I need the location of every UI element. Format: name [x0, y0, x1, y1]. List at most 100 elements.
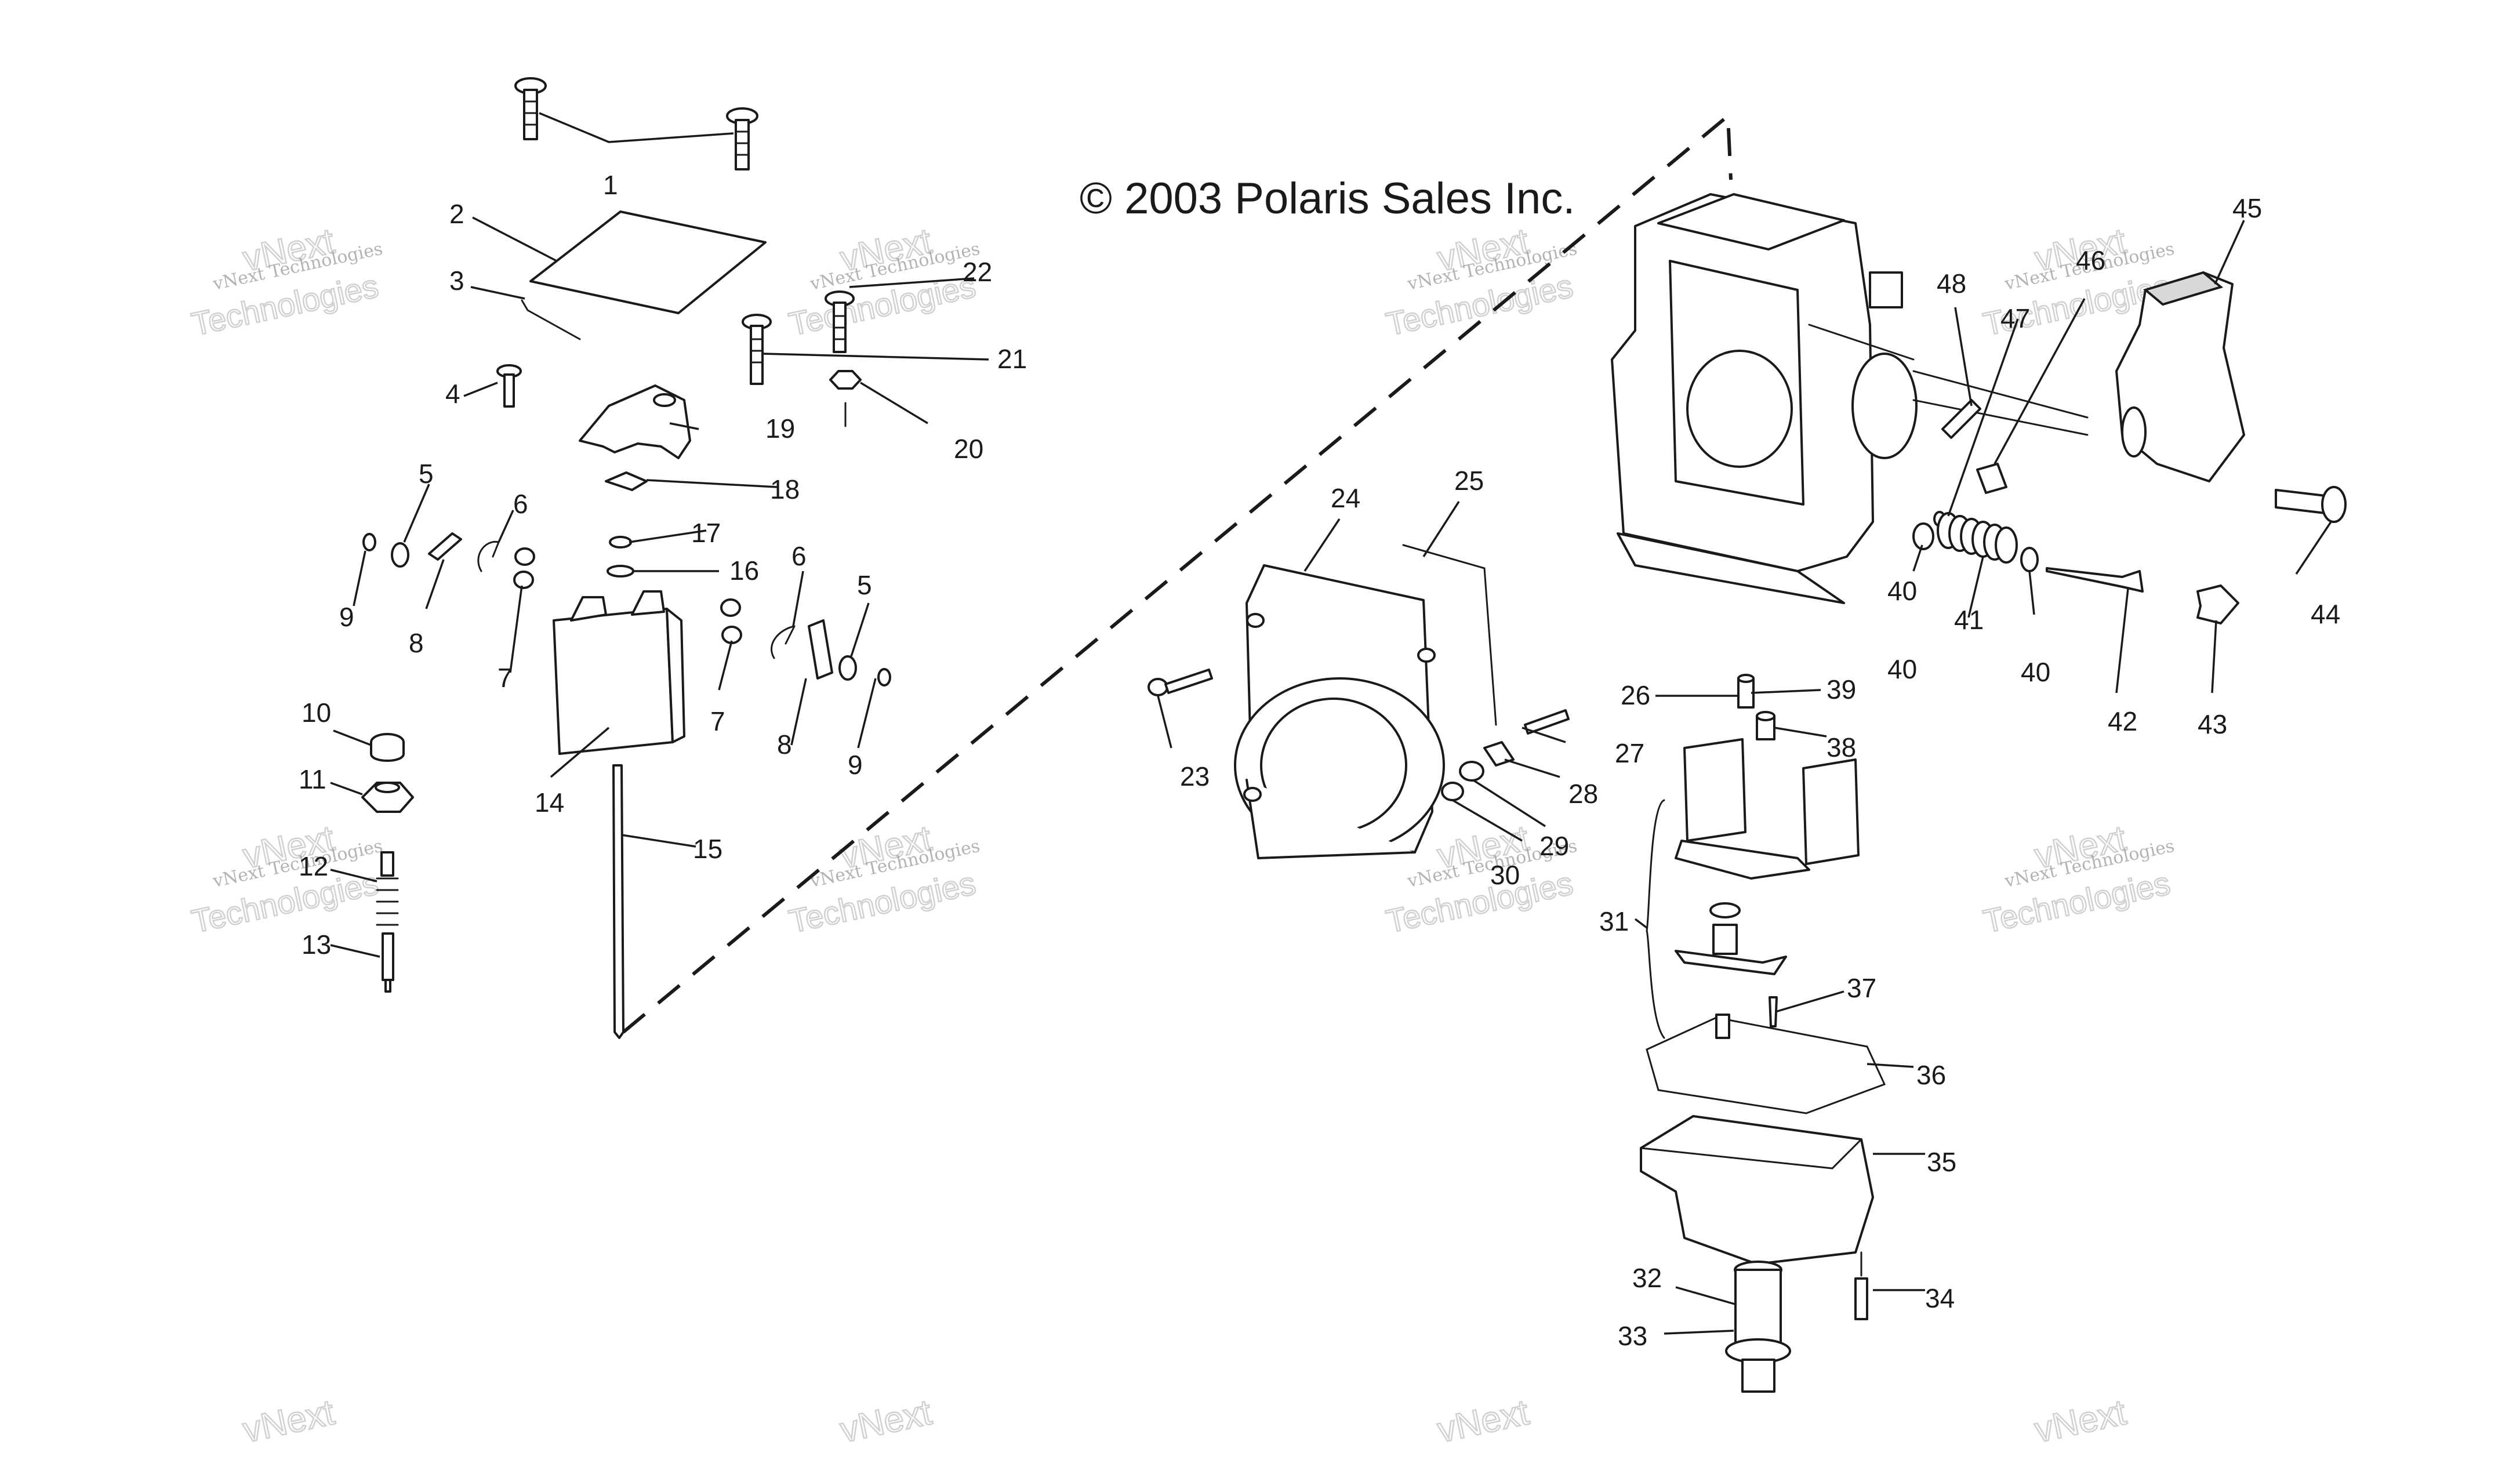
- needle-part-42: [2046, 567, 2144, 593]
- callout-15: 15: [693, 834, 722, 864]
- watermark: vNext: [836, 1392, 936, 1451]
- callout-6-b: 6: [791, 541, 807, 571]
- callout-10: 10: [302, 698, 331, 728]
- watermark-text: vNext: [837, 1392, 935, 1450]
- callout-12: 12: [299, 851, 328, 881]
- cover-plate-part-2: [529, 210, 767, 314]
- watermark-text: vNext: [2031, 1392, 2129, 1450]
- jet-needle-part-15: [612, 764, 624, 1039]
- callout-46: 46: [2076, 245, 2105, 275]
- pin-part-36b: [1715, 1014, 1730, 1039]
- callout-23: 23: [1180, 761, 1210, 791]
- callout-48: 48: [1937, 268, 1966, 299]
- cover-part-45: [2115, 271, 2245, 482]
- screw-part-34: [1854, 1251, 1868, 1320]
- callout-11: 11: [299, 764, 326, 794]
- callout-20: 20: [954, 434, 983, 464]
- callout-40-c: 40: [2021, 657, 2050, 687]
- ring-part-16: [607, 565, 634, 578]
- float-valve-part-31c: [1675, 924, 1787, 975]
- knob-part-43: [2196, 584, 2239, 624]
- assembly-dashed-line: [622, 112, 1733, 1034]
- callout-1: 1: [603, 170, 618, 200]
- clip-part-18: [605, 471, 648, 491]
- callout-22: 22: [963, 257, 992, 287]
- watermark: vNext: [2031, 1392, 2130, 1451]
- throttle-valve-part-14: [553, 590, 685, 755]
- link-part-8: [428, 532, 462, 561]
- screw-part-22: [825, 290, 855, 353]
- callout-37: 37: [1847, 973, 1876, 1003]
- e-clip-part-6-b: [770, 625, 796, 659]
- screw-part-21: [742, 314, 772, 385]
- watermark: vNext vNext Technologies Technologies: [785, 220, 982, 343]
- float-part-31: [1675, 738, 1860, 880]
- gasket-part-36: [1646, 1016, 1886, 1114]
- callout-7: 7: [498, 663, 513, 693]
- screw-part-44: [2275, 486, 2347, 523]
- cap-part-46: [1976, 463, 2007, 494]
- watermark: vNext: [239, 1392, 339, 1451]
- callout-34: 34: [1925, 1283, 1955, 1313]
- screw-part-4: [496, 364, 522, 408]
- callout-9-b: 9: [848, 750, 863, 780]
- callout-5-b: 5: [857, 570, 872, 600]
- screw-part-27: [1524, 709, 1570, 735]
- callout-8: 8: [409, 628, 424, 658]
- carburetor-body: [1611, 193, 2089, 604]
- roller-part-7-b: [720, 598, 742, 644]
- washer-part-5: [391, 542, 409, 568]
- callout-21: 21: [997, 344, 1027, 374]
- callout-30: 30: [1490, 860, 1520, 890]
- callout-6: 6: [513, 489, 528, 519]
- callout-32: 32: [1632, 1263, 1662, 1293]
- callout-14: 14: [535, 787, 564, 818]
- callout-31: 31: [1599, 906, 1629, 936]
- clip-part-9: [362, 533, 376, 551]
- washer-part-40-b: [2020, 547, 2039, 572]
- callout-18: 18: [770, 474, 800, 504]
- callout-43: 43: [2198, 709, 2227, 739]
- callout-47: 47: [2000, 303, 2030, 333]
- callout-40-b: 40: [1887, 654, 1917, 684]
- clip-part-9-b: [877, 668, 891, 687]
- callout-33: 33: [1618, 1321, 1647, 1351]
- float-bowl-part-35: [1640, 1115, 1874, 1265]
- fitting-part-39: [1737, 674, 1755, 709]
- o-ring-part-30: [1441, 782, 1464, 801]
- callout-27: 27: [1615, 738, 1644, 768]
- callout-35: 35: [1927, 1147, 1956, 1177]
- callout-44: 44: [2311, 599, 2340, 629]
- nut-part-10: [370, 733, 405, 762]
- nut-part-20: [829, 370, 862, 427]
- callout-26: 26: [1621, 680, 1650, 710]
- callout-36: 36: [1916, 1060, 1946, 1090]
- cap-part-11: [361, 782, 414, 813]
- drain-plug-part-33: [1725, 1261, 1791, 1393]
- callout-7-b: 7: [710, 706, 725, 736]
- spring-part-41: [1937, 512, 2018, 564]
- watermark: vNext vNext Technologies Technologies: [188, 220, 384, 343]
- wire-part-25: [1402, 544, 1497, 726]
- watermark: vNext vNext Technologies Technologies: [188, 818, 384, 940]
- o-ring-part-31b: [1709, 902, 1741, 918]
- watermark-text: vNext: [1434, 1392, 1532, 1450]
- callout-4: 4: [445, 379, 460, 409]
- spring-part-17: [609, 536, 632, 549]
- callout-29: 29: [1539, 831, 1569, 861]
- callout-13: 13: [302, 929, 331, 960]
- link-part-8-b: [808, 619, 833, 680]
- callout-25: 25: [1454, 466, 1484, 496]
- pin-part-48: [1941, 399, 1981, 439]
- watermark-text: vNext: [239, 1392, 337, 1450]
- gasket-part-3: [521, 299, 581, 340]
- callout-19: 19: [765, 413, 795, 444]
- callout-5: 5: [419, 459, 434, 489]
- e-clip-part-6: [477, 541, 500, 572]
- screw-part-1b: [726, 107, 758, 170]
- screw-part-1a: [514, 77, 547, 140]
- callout-41: 41: [1954, 605, 1984, 635]
- callout-28: 28: [1568, 779, 1598, 809]
- watermark: vNext: [1433, 1392, 1533, 1451]
